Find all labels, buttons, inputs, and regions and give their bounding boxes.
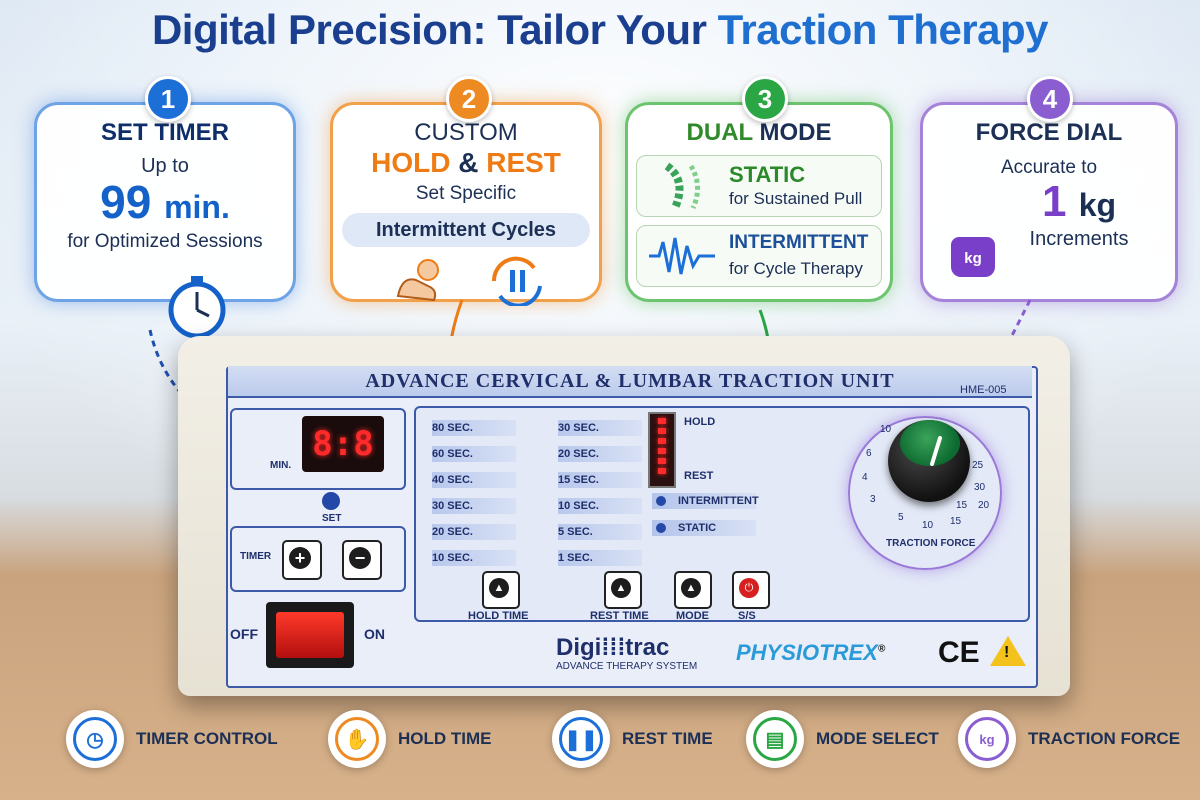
timer-label: TIMER xyxy=(240,551,272,562)
page-title: Digital Precision: Tailor Your Traction … xyxy=(151,6,1049,53)
timer-frame xyxy=(230,526,406,592)
card-big-value: 1 kg xyxy=(1041,177,1117,226)
display-frame xyxy=(230,408,406,490)
feature-hold-time: ✋ HOLD TIME xyxy=(328,704,492,774)
dial-tick: 10 xyxy=(922,520,934,531)
brand-logo: Digi⁞⁞⁞trac xyxy=(556,634,670,661)
dial-tick: 10 xyxy=(880,424,892,435)
hold-row: 10 SEC. xyxy=(432,550,516,566)
brand-subtitle: ADVANCE THERAPY SYSTEM xyxy=(556,661,698,672)
card-title: DUAL MODE xyxy=(686,119,832,146)
hold-row: 80 SEC. xyxy=(432,420,516,436)
feature-timer-control: ◷ TIMER CONTROL xyxy=(66,704,278,774)
card-set-timer: SET TIMER Up to 99 min. for Optimized Se… xyxy=(34,102,296,302)
on-label: ON xyxy=(364,626,385,642)
document-icon: ▤ xyxy=(753,717,797,761)
set-label: SET xyxy=(322,513,342,524)
card-force-dial: FORCE DIAL Accurate to 1 kg Increments k… xyxy=(920,102,1178,302)
dial-ring xyxy=(848,416,1002,570)
model-number: HME-005 xyxy=(960,384,1007,396)
mode-button[interactable]: ▲ xyxy=(674,571,712,609)
rest-row: 15 SEC. xyxy=(558,472,642,488)
card-title: CUSTOM xyxy=(414,119,518,146)
dial-tick: 5 xyxy=(898,512,904,523)
ss-label: S/S xyxy=(738,610,756,622)
card-line: Set Specific xyxy=(415,183,517,204)
mode-label: MODE xyxy=(676,610,709,622)
dial-tick: 15 xyxy=(956,500,968,511)
pause-cycle-icon xyxy=(491,256,542,306)
rest-time-button[interactable]: ▲ xyxy=(604,571,642,609)
dial-tick: 6 xyxy=(866,448,872,459)
set-button[interactable] xyxy=(322,492,340,510)
dial-tick: 20 xyxy=(978,500,990,511)
timer-plus-button[interactable]: + xyxy=(282,540,322,580)
mode-intermittent: INTERMITTENT for Cycle Therapy xyxy=(636,225,882,287)
rest-label: REST xyxy=(684,470,714,482)
traction-force-label: TRACTION FORCE xyxy=(886,538,976,549)
card-title: SET TIMER xyxy=(100,119,229,146)
rest-time-label: REST TIME xyxy=(590,610,649,622)
rest-row: 10 SEC. xyxy=(558,498,642,514)
card-dual-mode: DUAL MODE STATIC for Sustained Pull INTE… xyxy=(625,102,893,302)
hold-rest-led-bar xyxy=(648,412,676,488)
feature-rest-time: ❚❚ REST TIME xyxy=(552,704,713,774)
rest-row: 30 SEC. xyxy=(558,420,642,436)
knob-pointer xyxy=(930,436,942,466)
dial-tick: 25 xyxy=(972,460,984,471)
hold-label: HOLD xyxy=(684,416,716,428)
card-hold-rest: CUSTOM HOLD & REST Set Specific Intermit… xyxy=(330,102,602,302)
feature-traction-force: kg TRACTION FORCE xyxy=(958,704,1180,774)
timer-display: 8:8 xyxy=(302,416,384,472)
step-badge-4: 4 xyxy=(1027,76,1073,122)
card-line: Up to xyxy=(141,155,189,177)
min-label: MIN. xyxy=(270,460,292,471)
hold-row: 30 SEC. xyxy=(432,498,516,514)
physiotrex-logo: PHYSIOTREX® xyxy=(736,640,886,665)
weight-icon: kg xyxy=(951,237,995,277)
spine-icon xyxy=(664,162,700,210)
knob-cap xyxy=(900,420,960,466)
feature-mode-select: ▤ MODE SELECT xyxy=(746,704,939,774)
hand-icon xyxy=(396,259,439,302)
off-label: OFF xyxy=(230,626,258,642)
hold-time-button[interactable]: ▲ xyxy=(482,571,520,609)
rest-row: 5 SEC. xyxy=(558,524,642,540)
pause-icon: ❚❚ xyxy=(559,717,603,761)
mode-static: STATIC for Sustained Pull xyxy=(636,155,882,217)
timer-minus-button[interactable]: − xyxy=(342,540,382,580)
card-big-value: 99 min. xyxy=(100,176,230,228)
weight-icon: kg xyxy=(965,717,1009,761)
hold-row: 40 SEC. xyxy=(432,472,516,488)
hold-row: 60 SEC. xyxy=(432,446,516,462)
step-badge-1: 1 xyxy=(145,76,191,122)
hold-time-label: HOLD TIME xyxy=(468,610,529,622)
card-title: FORCE DIAL xyxy=(975,119,1123,146)
card-line: Increments xyxy=(1029,228,1129,250)
card-pill: Intermittent Cycles xyxy=(342,213,590,247)
intermittent-indicator: INTERMITTENT xyxy=(652,493,759,509)
card-line: Accurate to xyxy=(1000,157,1098,178)
card-line: for Optimized Sessions xyxy=(67,231,263,252)
step-badge-2: 2 xyxy=(446,76,492,122)
power-switch[interactable] xyxy=(266,602,354,668)
hand-icon: ✋ xyxy=(335,717,379,761)
wave-icon xyxy=(649,237,715,275)
step-badge-3: 3 xyxy=(742,76,788,122)
dial-tick: 4 xyxy=(862,472,868,483)
card-heading: HOLD & REST xyxy=(371,147,561,178)
start-stop-button[interactable]: ⏻ xyxy=(732,571,770,609)
rest-row: 1 SEC. xyxy=(558,550,642,566)
panel-title: ADVANCE CERVICAL & LUMBAR TRACTION UNIT xyxy=(228,366,1032,398)
warning-icon: ! xyxy=(990,636,1026,666)
dial-tick: 15 xyxy=(950,516,962,527)
rest-row: 20 SEC. xyxy=(558,446,642,462)
feature-bar: ◷ TIMER CONTROL ✋ HOLD TIME ❚❚ REST TIME… xyxy=(66,704,1186,774)
dial-tick: 3 xyxy=(870,494,876,505)
ce-mark: CE xyxy=(938,636,980,669)
dial-tick: 30 xyxy=(974,482,986,493)
static-indicator: STATIC xyxy=(652,520,756,536)
hold-row: 20 SEC. xyxy=(432,524,516,540)
clock-icon: ◷ xyxy=(73,717,117,761)
